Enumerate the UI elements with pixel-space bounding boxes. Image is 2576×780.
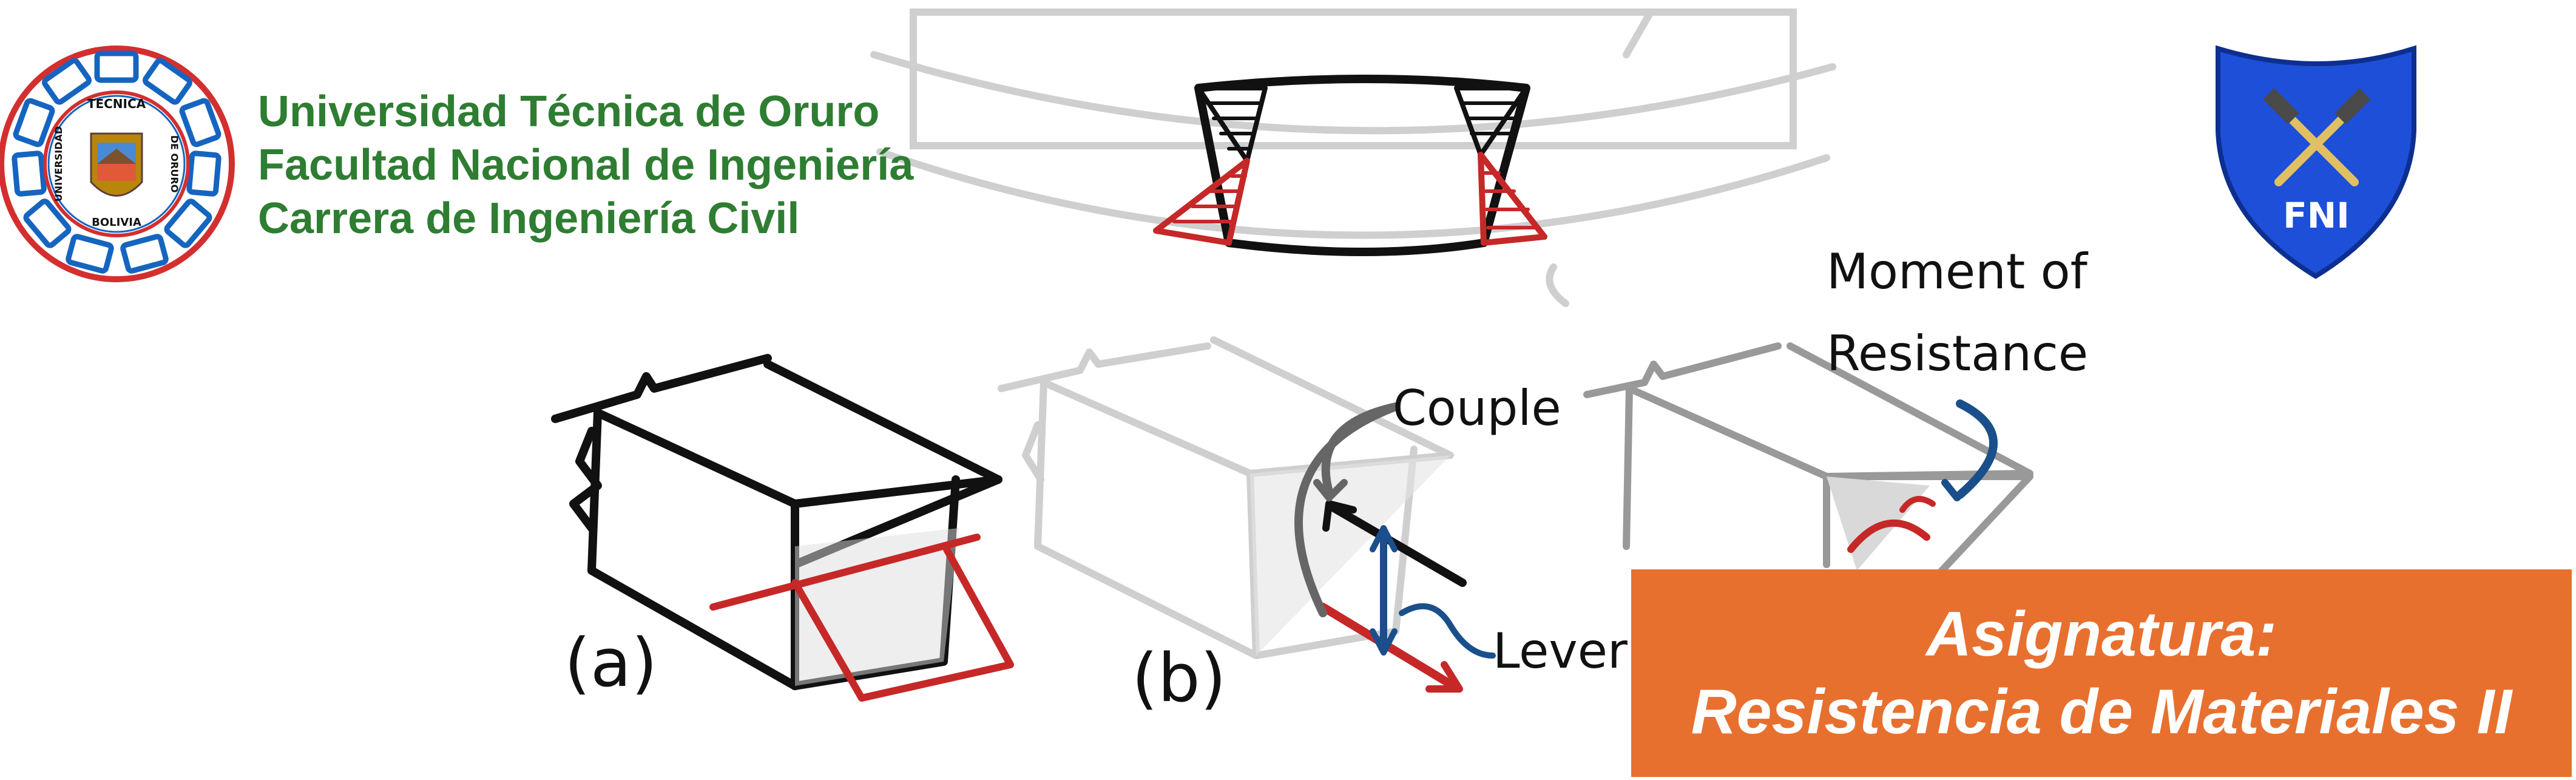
university-name: Universidad Técnica de Oruro [258,87,880,136]
deflected-beam-sketch [870,8,1836,307]
beam-sketch-a [551,354,1014,702]
seal-text-bottom: BOLIVIA [92,216,141,229]
course-title-box: Asignatura: Resistencia de Materiales II [1631,569,2572,777]
annotation-couple: Couple [1393,380,1561,436]
faculty-name: Facultad Nacional de Ingeniería [258,141,914,189]
annotation-moment-line1: Moment of [1827,243,2089,300]
seal-text-right: DE ORURO [169,135,180,193]
label-sketch-b: (b) [1132,639,1226,717]
seal-text-top: TECNICA [87,97,146,111]
course-label: Asignatura: [1926,599,2277,670]
course-name: Resistencia de Materiales II [1691,677,2512,747]
annotation-moment-line2: Resistance [1827,325,2088,382]
faculty-shield-logo: FNI [2216,45,2416,279]
label-sketch-a: (a) [564,624,657,702]
seal-text-left: UNIVERSIDAD [53,126,64,202]
faculty-logo-label: FNI [2283,195,2350,236]
institution-heading: Universidad Técnica de Oruro Facultad Na… [258,85,913,245]
stress-block-sketch [1153,75,1547,256]
program-name: Carrera de Ingeniería Civil [258,194,800,243]
beam-sketch-c [1583,342,2033,574]
beam-sketch-b [998,336,1496,693]
university-seal-logo: TECNICA DE ORURO BOLIVIA UNIVERSIDAD [0,46,235,282]
